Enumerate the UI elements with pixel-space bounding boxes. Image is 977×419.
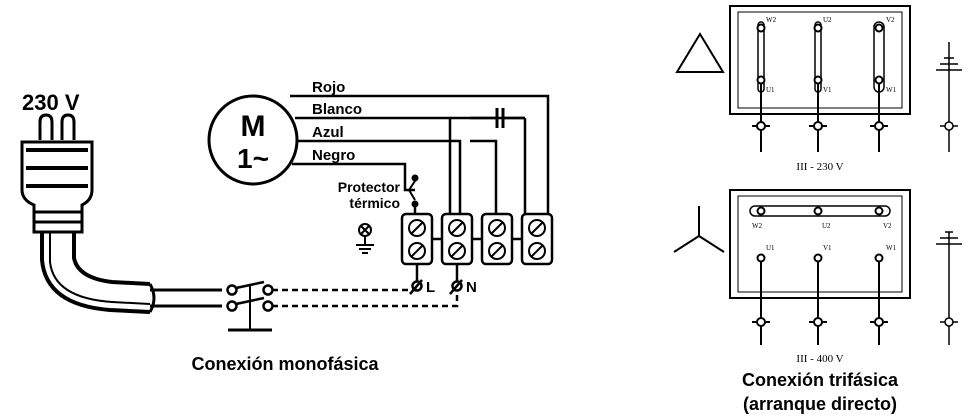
motor-wires xyxy=(290,94,550,214)
protector-label-line2: térmico xyxy=(349,195,400,211)
thermal-protector-symbol xyxy=(407,174,419,208)
terminal-block xyxy=(400,212,554,266)
protector-label-line1: Protector xyxy=(338,179,401,195)
wire-label-rojo: Rojo xyxy=(312,79,345,96)
star-top-label-0: W2 xyxy=(752,222,763,230)
voltage-label: 230 V xyxy=(22,90,80,115)
terminal-label-n: N xyxy=(466,279,477,296)
motor-letter: M xyxy=(241,110,266,143)
lamp-earth-icon xyxy=(356,223,374,254)
main-switch xyxy=(226,280,274,332)
supply-dashed-lines xyxy=(272,288,459,308)
three-phase-caption-line2: (arranque directo) xyxy=(742,394,898,414)
capacitor-symbol xyxy=(495,108,505,128)
plug xyxy=(20,113,222,314)
delta-bottom-label-2: W1 xyxy=(886,86,897,94)
star-top-label-2: V2 xyxy=(883,222,892,230)
ground-symbol-delta xyxy=(936,42,962,152)
single-phase-caption: Conexión monofásica xyxy=(191,354,379,374)
star-bottom-label-0: U1 xyxy=(766,244,775,252)
star-bottom-label-2: W1 xyxy=(886,244,897,252)
motor-phase-label: 1~ xyxy=(237,143,269,174)
delta-bottom-label-0: U1 xyxy=(766,86,775,94)
three-phase-caption-line1: Conexión trifásica xyxy=(741,370,899,390)
star-top-label-1: U2 xyxy=(822,222,831,230)
terminal-label-l: L xyxy=(426,279,435,296)
supply-terminals xyxy=(409,264,463,295)
star-bottom-label-1: V1 xyxy=(823,244,832,252)
delta-top-label-1: U2 xyxy=(823,16,832,24)
delta-top-label-2: V2 xyxy=(886,16,895,24)
wire-label-blanco: Blanco xyxy=(312,101,362,118)
delta-symbol xyxy=(675,32,725,73)
delta-terminal-box xyxy=(729,5,911,152)
wire-label-azul: Azul xyxy=(312,124,344,141)
star-terminal-box xyxy=(729,189,911,345)
star-caption: III - 400 V xyxy=(796,353,843,365)
star-symbol xyxy=(673,206,725,253)
delta-bottom-label-1: V1 xyxy=(823,86,832,94)
delta-caption: III - 230 V xyxy=(796,161,843,173)
wire-label-negro: Negro xyxy=(312,147,355,164)
delta-top-label-0: W2 xyxy=(766,16,777,24)
ground-symbol-star xyxy=(936,231,962,345)
terminal-screws xyxy=(408,219,546,260)
motor-symbol: M 1~ xyxy=(207,94,299,186)
